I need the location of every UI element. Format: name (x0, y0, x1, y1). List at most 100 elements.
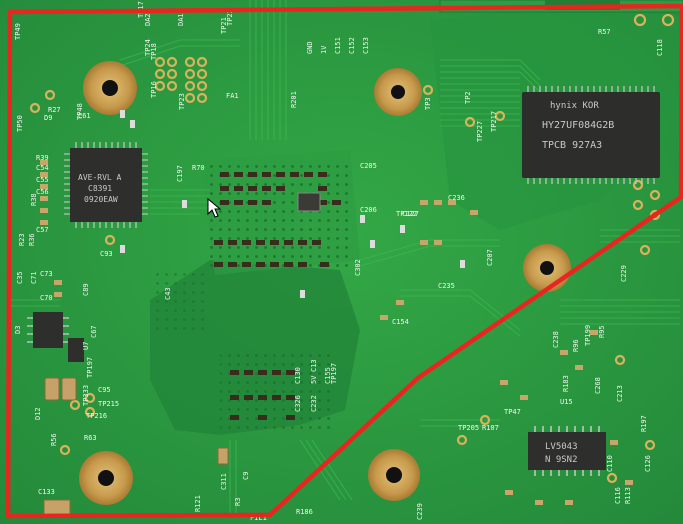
silkscreen-label: FIL1 (250, 514, 267, 522)
capacitor (68, 338, 84, 362)
silkscreen-label: R3 (234, 498, 242, 506)
mounting-hole (79, 451, 133, 505)
silkscreen-label: TP18 (150, 43, 158, 60)
silkscreen-label: C229 (620, 265, 628, 282)
silkscreen-label: C235 (438, 282, 455, 290)
silkscreen-label: U15 (560, 398, 573, 406)
silkscreen-label: TP24 (144, 39, 152, 56)
silkscreen-label: TP197 (330, 363, 338, 384)
silkscreen-label: C152 (348, 37, 356, 54)
silkscreen-label: C126 (644, 455, 652, 472)
silkscreen-label: C9 (242, 472, 250, 480)
silkscreen-label: C57 (36, 226, 49, 234)
silkscreen-label: D9 (44, 114, 52, 122)
silkscreen-label: C118 (656, 39, 664, 56)
controller-chip-line2: C8391 (88, 184, 112, 193)
silkscreen-label: C236 (448, 194, 465, 202)
silkscreen-label: TP2 (464, 91, 472, 104)
silkscreen-label: TP227 (476, 121, 484, 142)
silkscreen-label: TP47 (504, 408, 521, 416)
silkscreen-label: 5V (310, 375, 318, 384)
silkscreen-label: R36 (28, 233, 36, 246)
silkscreen-label: R27 (48, 106, 61, 114)
silkscreen-label: C95 (98, 386, 111, 394)
silkscreen-label: C127 (402, 210, 419, 218)
silkscreen-label: R23 (18, 233, 26, 246)
silkscreen-label: TP50 (16, 115, 24, 132)
silkscreen-label: C154 (392, 318, 409, 326)
silkscreen-label: 1V (320, 45, 328, 54)
silkscreen-label: C54 (36, 164, 49, 172)
silkscreen-label: R39 (36, 154, 49, 162)
silkscreen-label: TP217 (490, 111, 498, 132)
memory-chip-line1: hynix KOR (550, 101, 599, 111)
silkscreen-label: C89 (82, 283, 90, 296)
silkscreen-label: C56 (36, 188, 49, 196)
silkscreen-label: DA2 (144, 13, 152, 26)
mounting-hole (523, 244, 571, 292)
silkscreen-label: C238 (552, 331, 560, 348)
silkscreen-label: TP333 (82, 385, 90, 406)
inductor (61, 377, 77, 401)
silkscreen-label: R183 (562, 375, 570, 392)
silkscreen-label: TP3 (424, 97, 432, 110)
test-points (29, 13, 675, 484)
silkscreen-label: C61 (78, 112, 91, 120)
smd-components (40, 110, 633, 505)
silkscreen-label: R63 (84, 434, 97, 442)
silkscreen-label: C43 (164, 287, 172, 300)
silkscreen-label: TP122 (396, 210, 417, 218)
controller-chip-line1: AVE-RVL A (78, 173, 122, 182)
regulator-chip-line1: LV5043 (545, 442, 578, 452)
silkscreen-label: D3 (14, 326, 22, 334)
silkscreen-label: C268 (594, 377, 602, 394)
silkscreen-label: FA1 (226, 92, 239, 100)
silkscreen-label: TP23 (178, 93, 186, 110)
silkscreen-label: R186 (296, 508, 313, 516)
inductor (44, 377, 60, 401)
silkscreen-label: C13 (310, 359, 318, 372)
silkscreen-label: C70 (40, 294, 53, 302)
silkscreen-label: C151 (334, 37, 342, 54)
capacitor (217, 447, 229, 465)
silkscreen-label: R57 (598, 28, 611, 36)
silkscreen-label: R95 (598, 325, 606, 338)
silkscreen-label: C239 (416, 503, 424, 520)
silkscreen-label: D12 (34, 407, 42, 420)
silkscreen-label: C71 (30, 271, 38, 284)
silkscreen-label: R121 (194, 495, 202, 512)
small-ic (297, 192, 321, 212)
silkscreen-label: R56 (50, 433, 58, 446)
silkscreen-label: C73 (40, 270, 53, 278)
silkscreen-label: C197 (176, 165, 184, 182)
silkscreen-label: C93 (100, 250, 113, 258)
regulator-chip: LV5043 N 9SN2 (528, 426, 606, 476)
silkscreen-label: C326 (294, 395, 302, 412)
silkscreen-label: TP48 (76, 103, 84, 120)
silkscreen-label: C153 (362, 37, 370, 54)
silkscreen-label: R197 (640, 415, 648, 432)
silkscreen-label: R96 (572, 339, 580, 352)
silkscreen-label: C110 (606, 455, 614, 472)
silkscreen-label: GND (306, 41, 314, 54)
silkscreen-label: R107 (482, 424, 499, 432)
silkscreen-label: TP197 (86, 357, 94, 378)
silkscreen-label: C155 (324, 367, 332, 384)
silkscreen-label: R201 (290, 91, 298, 108)
small-regulator-chip (27, 312, 69, 348)
silkscreen-label: TP16 (150, 81, 158, 98)
via-field (210, 160, 350, 270)
silkscreen-label: TP205 (458, 424, 479, 432)
silkscreen-label: C116 (614, 487, 622, 504)
silkscreen-label: TP199 (584, 325, 592, 346)
silkscreen-label: C206 (360, 206, 377, 214)
silkscreen-label: C205 (360, 162, 377, 170)
controller-chip: AVE-RVL A C8391 0920EAW (64, 142, 148, 228)
mouse-cursor (207, 197, 222, 218)
memory-chip-line2: HY27UF084G2B (542, 120, 614, 131)
silkscreen-label: C311 (220, 473, 228, 490)
silkscreen-label: R70 (192, 164, 205, 172)
memory-chip-line3: TPCB 927A3 (542, 140, 602, 151)
mounting-hole (83, 61, 137, 115)
